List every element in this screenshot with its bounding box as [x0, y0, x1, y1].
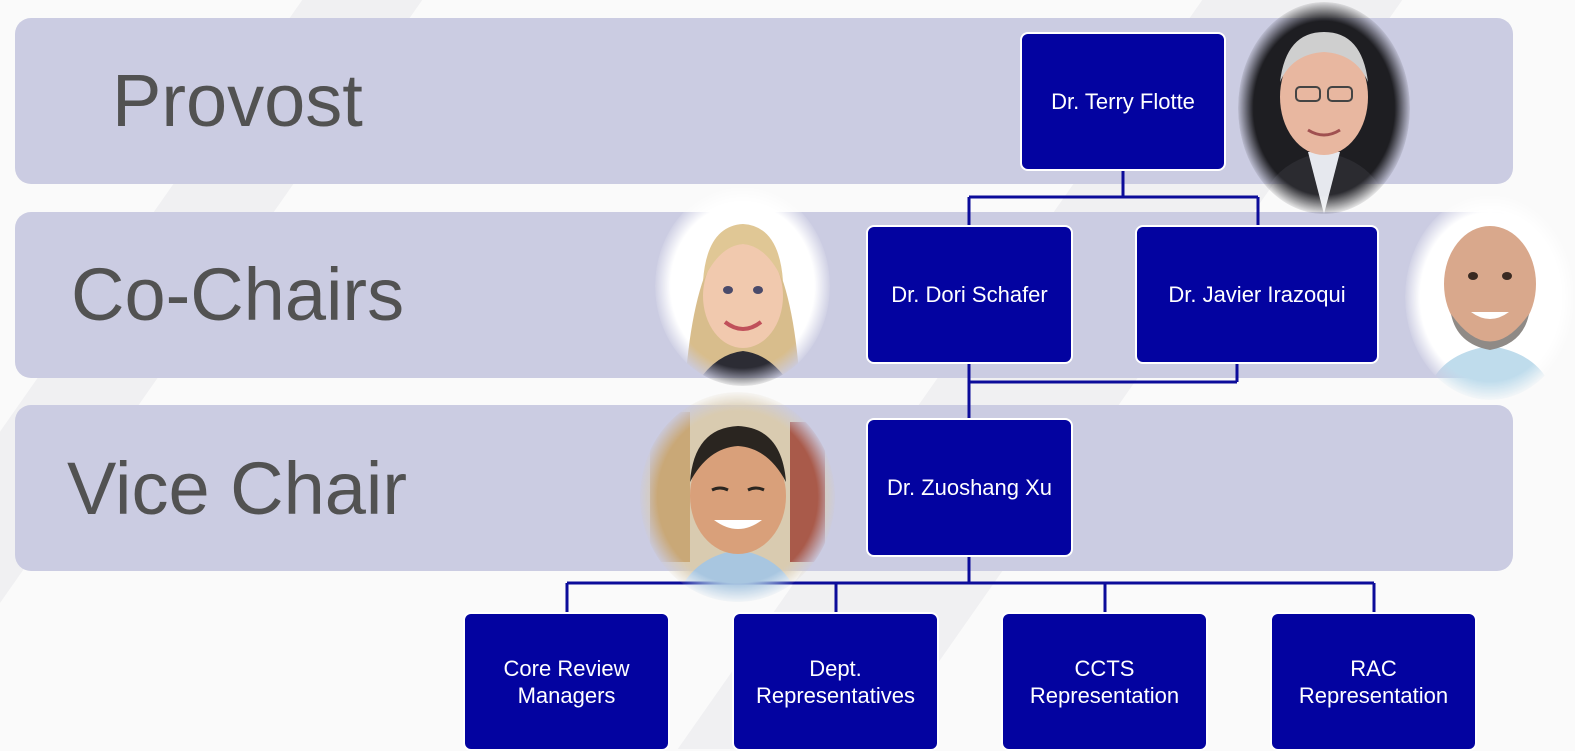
ccts-line2: Representation	[1029, 682, 1180, 708]
dept-line1: Dept.	[809, 655, 862, 681]
core-review-line1: Core Review	[503, 655, 630, 681]
vice-chair-name: Dr. Zuoshang Xu	[886, 475, 1053, 500]
co-chair-name-irazoqui: Dr. Javier Irazoqui	[1168, 282, 1346, 307]
xu-photo	[640, 392, 835, 602]
ccts-line1: CCTS	[1074, 655, 1135, 681]
provost-label: Provost	[112, 59, 363, 142]
provost-photo	[1238, 2, 1410, 214]
co-chair-node-irazoqui: Dr. Javier Irazoqui	[1135, 225, 1379, 364]
core-review-line2: Managers	[517, 682, 616, 708]
co-chair-name-schafer: Dr. Dori Schafer	[891, 282, 1048, 307]
vice-chair-label: Vice Chair	[67, 447, 408, 530]
rac-representation-node: RAC Representation	[1270, 612, 1477, 751]
ccts-representation-node: CCTS Representation	[1001, 612, 1208, 751]
irazoqui-photo	[1405, 194, 1575, 400]
co-chair-node-schafer: Dr. Dori Schafer	[866, 225, 1073, 364]
portrait-image	[640, 392, 835, 602]
dept-representatives-node: Dept. Representatives	[732, 612, 939, 751]
rac-line2: Representation	[1298, 682, 1449, 708]
provost-node: Dr. Terry Flotte	[1020, 32, 1226, 171]
portrait-image	[655, 186, 830, 386]
schafer-photo	[655, 186, 830, 386]
co-chairs-label: Co-Chairs	[71, 253, 405, 336]
provost-name: Dr. Terry Flotte	[1051, 89, 1195, 114]
dept-line2: Representatives	[756, 682, 915, 708]
rac-line1: RAC	[1350, 655, 1397, 681]
core-review-managers-node: Core Review Managers	[463, 612, 670, 751]
vice-chair-node: Dr. Zuoshang Xu	[866, 418, 1073, 557]
portrait-image	[1238, 2, 1410, 214]
portrait-image	[1405, 194, 1575, 400]
